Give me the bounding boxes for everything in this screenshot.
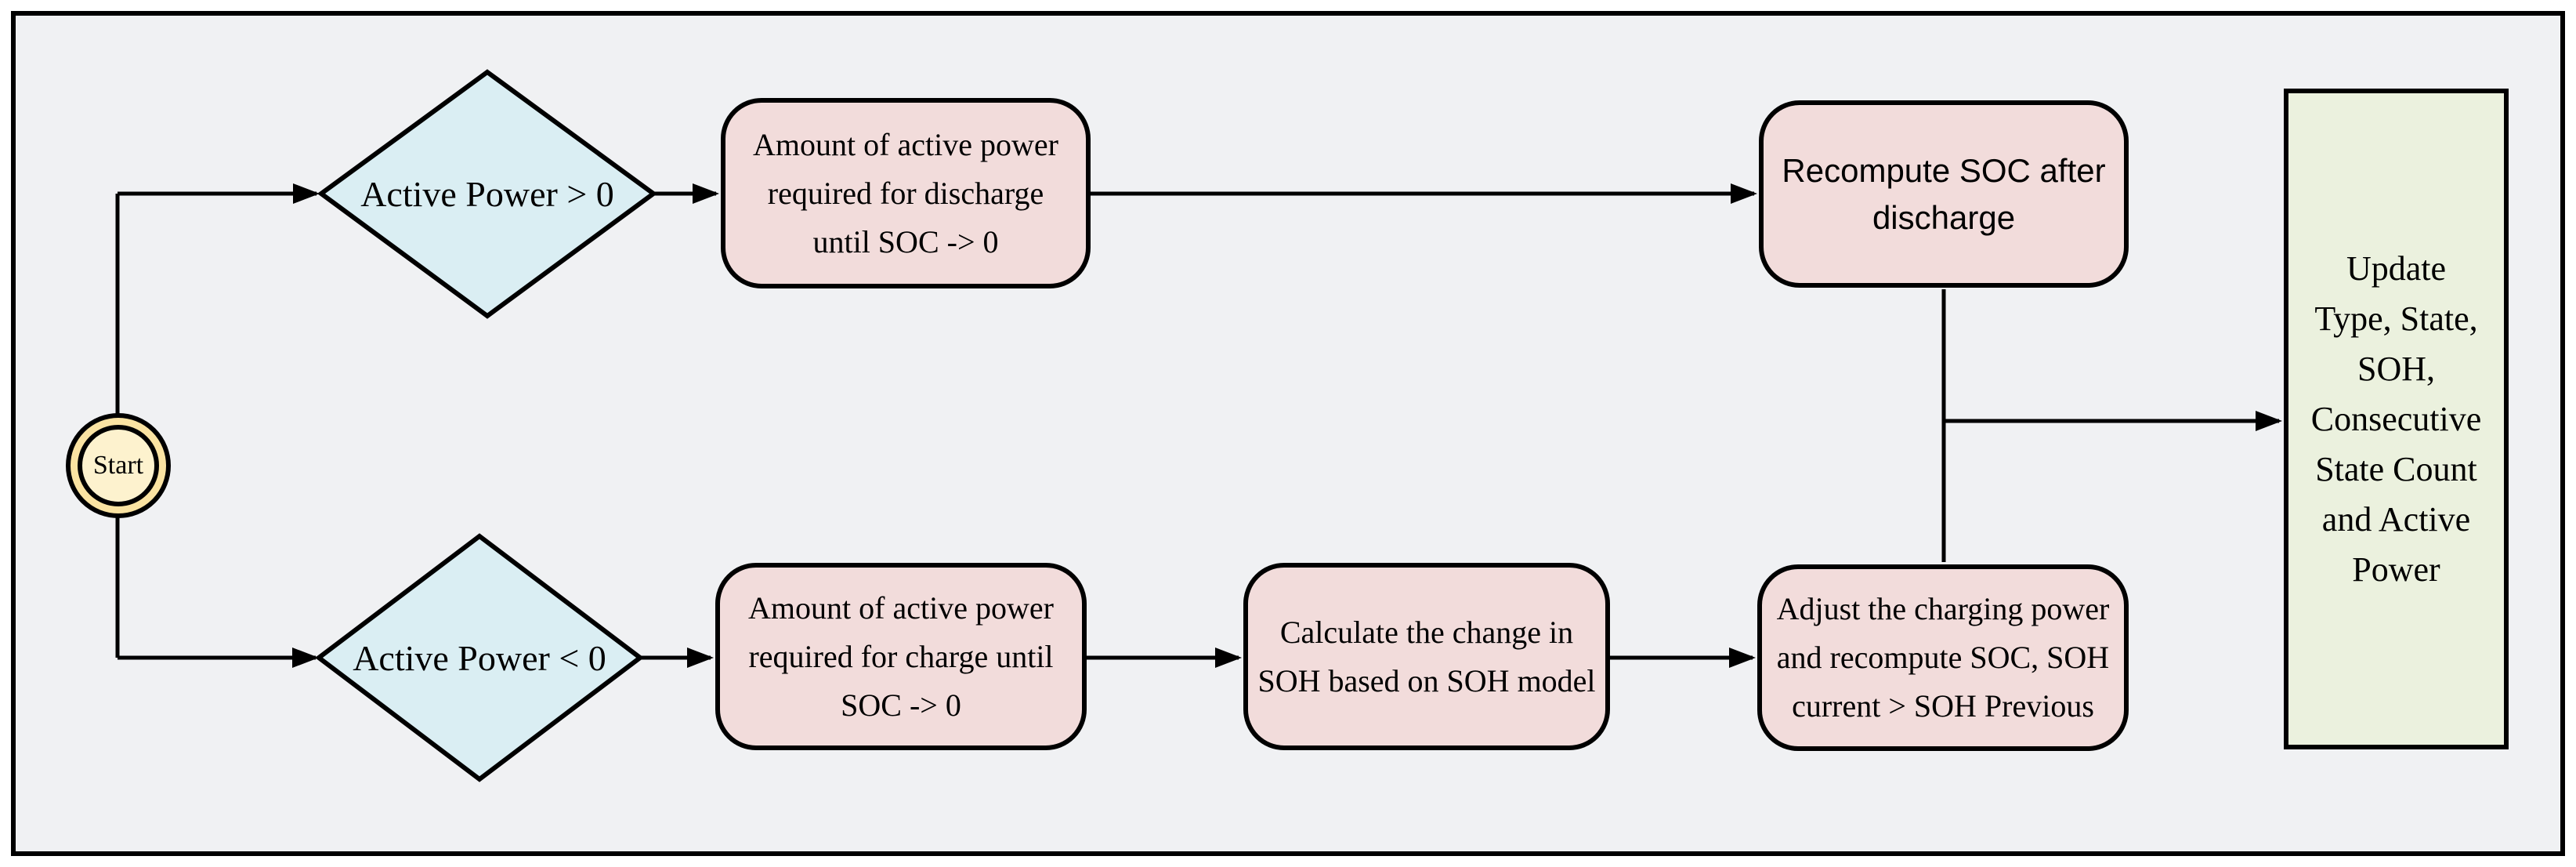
terminal-update-state: Update Type, State, SOH, Consecutive Sta… <box>2284 89 2509 749</box>
process-recompute-soc: Recompute SOC after discharge <box>1759 100 2129 288</box>
process-discharge-power: Amount of active power required for disc… <box>721 98 1091 288</box>
process-soh-change-label: Calculate the change in SOH based on SOH… <box>1257 614 1596 698</box>
terminal-update-state-label: Update Type, State, SOH, Consecutive Sta… <box>2310 248 2482 589</box>
process-recompute-soc-label: Recompute SOC after discharge <box>1782 151 2106 236</box>
start-node-inner-circle: Start <box>78 425 159 506</box>
process-charge-power: Amount of active power required for char… <box>715 563 1087 750</box>
decision-discharge-label-box: Active Power > 0 <box>331 76 644 311</box>
decision-diamond-discharge <box>317 69 658 319</box>
process-adjust-charging: Adjust the charging power and recompute … <box>1757 564 2129 751</box>
decision-diamond-charge <box>315 533 644 782</box>
start-label: Start <box>92 451 144 480</box>
decision-charge-label: Active Power < 0 <box>353 637 606 678</box>
decision-charge-label-box: Active Power < 0 <box>327 540 632 775</box>
process-charge-power-label: Amount of active power required for char… <box>748 589 1054 723</box>
process-discharge-power-label: Amount of active power required for disc… <box>753 126 1058 259</box>
process-soh-change: Calculate the change in SOH based on SOH… <box>1243 563 1610 750</box>
decision-discharge-label: Active Power > 0 <box>360 173 614 214</box>
process-adjust-charging-label: Adjust the charging power and recompute … <box>1776 591 2110 724</box>
start-node: Start <box>66 413 171 518</box>
